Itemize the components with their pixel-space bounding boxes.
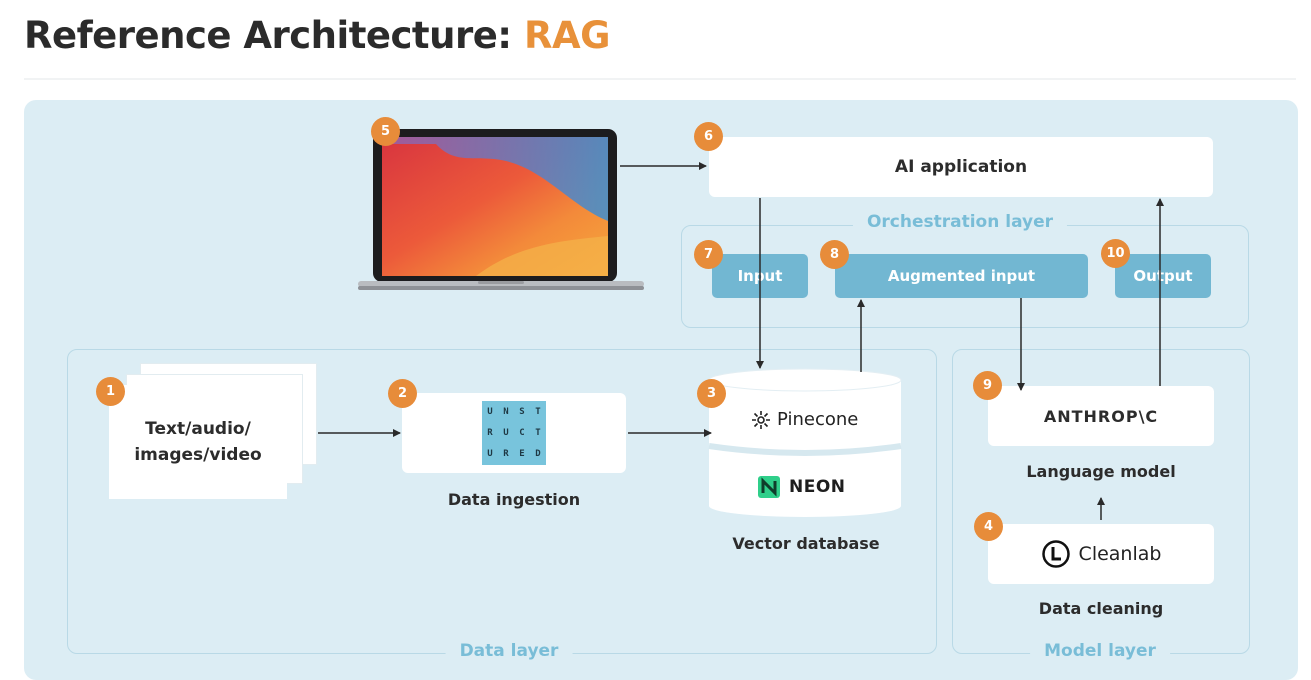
unstructured-letter: N	[503, 406, 509, 417]
unstructured-letter: C	[519, 427, 525, 438]
input-label: Input	[737, 267, 783, 285]
step-badge-10: 10	[1101, 239, 1130, 268]
title-divider	[24, 78, 1296, 80]
unstructured-letter: D	[535, 449, 541, 460]
title-main: Reference Architecture:	[24, 14, 524, 57]
anthropic-label: ANTHROP\C	[1043, 406, 1159, 426]
title-accent: RAG	[523, 14, 611, 57]
language-model-caption: Language model	[1026, 462, 1176, 481]
neon-label: NEON	[789, 477, 846, 497]
neon-logo: NEON	[757, 475, 846, 499]
cleanlab-label: Cleanlab	[1078, 543, 1162, 565]
vector-database-cylinder: Pinecone NEON	[707, 368, 903, 518]
unstructured-letter: U	[503, 427, 509, 438]
ai-application-label: AI application	[894, 157, 1028, 177]
anthropic-box: ANTHROP\C	[988, 386, 1214, 446]
pinecone-icon	[752, 410, 770, 429]
unstructured-letter: T	[535, 406, 541, 417]
augmented-input-label: Augmented input	[887, 267, 1036, 285]
unstructured-letter: U	[487, 449, 493, 460]
unstructured-letter: T	[535, 427, 541, 438]
step-badge-1: 1	[96, 377, 125, 406]
step-badge-5: 5	[371, 117, 400, 146]
laptop-icon	[356, 126, 646, 296]
orchestration-layer-label: Orchestration layer	[852, 212, 1068, 232]
step-badge-8: 8	[820, 240, 849, 269]
step-badge-6: 6	[694, 122, 723, 151]
unstructured-letter: R	[487, 427, 493, 438]
data-ingestion-caption: Data ingestion	[447, 490, 581, 509]
pinecone-label: Pinecone	[777, 409, 859, 430]
step-badge-3: 3	[697, 379, 726, 408]
data-cleaning-caption: Data cleaning	[1038, 599, 1164, 618]
step-badge-9: 9	[973, 371, 1002, 400]
augmented-input-pill: Augmented input	[835, 254, 1088, 298]
cleanlab-box: Cleanlab	[988, 524, 1214, 584]
step-badge-2: 2	[388, 379, 417, 408]
step-badge-7: 7	[694, 240, 723, 269]
page-title: Reference Architecture: RAG	[24, 14, 610, 57]
source-label-line1: Text/audio/	[145, 419, 251, 439]
pinecone-logo: Pinecone	[751, 409, 858, 430]
source-label-line2: images/video	[134, 445, 262, 465]
vector-database-caption: Vector database	[732, 534, 880, 553]
unstructured-letter: U	[487, 406, 493, 417]
cleanlab-icon	[1041, 540, 1070, 568]
input-pill: Input	[712, 254, 808, 298]
source-documents-box: Text/audio/ images/video	[109, 385, 287, 499]
unstructured-letter: R	[503, 449, 509, 460]
unstructured-letter: E	[519, 449, 525, 460]
output-label: Output	[1133, 267, 1193, 285]
data-layer-label: Data layer	[445, 641, 573, 661]
unstructured-letter: S	[519, 406, 525, 417]
output-pill: Output	[1115, 254, 1211, 298]
ai-application-box: AI application	[709, 137, 1213, 197]
neon-icon	[758, 476, 780, 498]
step-badge-4: 4	[974, 512, 1003, 541]
model-layer-label: Model layer	[1030, 641, 1170, 661]
